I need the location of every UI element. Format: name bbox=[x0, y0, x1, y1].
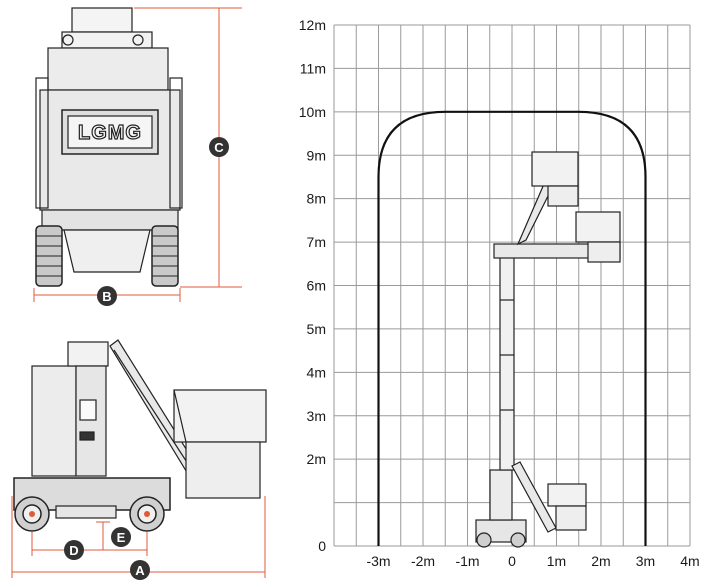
y-tick-label: 4m bbox=[307, 364, 326, 380]
x-tick-label: 3m bbox=[636, 553, 655, 569]
x-tick-label: 0 bbox=[508, 553, 516, 569]
tick-labels: -3m -2m -1m 0 1m 2m 3m 4m 0 2m 3m 4m 5m 6m 7m 8m 9m 10m 11… bbox=[299, 17, 700, 569]
svg-text:C: C bbox=[214, 140, 224, 155]
y-tick-label: 8m bbox=[307, 191, 326, 207]
front-view: LGMG bbox=[35, 7, 183, 287]
working-envelope bbox=[377, 110, 647, 546]
badge-e: E bbox=[111, 527, 131, 547]
y-tick-label: 10m bbox=[299, 104, 326, 120]
badge-a: A bbox=[130, 560, 150, 580]
y-tick-label: 6m bbox=[307, 278, 326, 294]
y-tick-label: 5m bbox=[307, 321, 326, 337]
x-tick-label: -1m bbox=[455, 553, 479, 569]
x-tick-label: 4m bbox=[680, 553, 699, 569]
side-view bbox=[13, 339, 267, 519]
lift-extended-figure bbox=[475, 151, 621, 548]
grid bbox=[333, 24, 691, 547]
y-tick-label: 11m bbox=[300, 60, 326, 76]
x-tick-label: 2m bbox=[591, 553, 610, 569]
y-tick-label: 9m bbox=[307, 147, 326, 163]
y-tick-label: 2m bbox=[307, 451, 326, 467]
svg-text:D: D bbox=[69, 543, 78, 558]
svg-text:A: A bbox=[135, 563, 145, 578]
x-tick-label: -3m bbox=[366, 553, 390, 569]
x-tick-label: 1m bbox=[547, 553, 566, 569]
svg-text:B: B bbox=[102, 289, 111, 304]
brand-logo: LGMG bbox=[78, 122, 142, 144]
y-tick-label: 0 bbox=[318, 538, 326, 554]
side-view-wheels bbox=[14, 496, 165, 532]
x-tick-label: -2m bbox=[411, 553, 435, 569]
badge-d: D bbox=[64, 540, 84, 560]
badge-b: B bbox=[97, 286, 117, 306]
working-range-chart: -3m -2m -1m 0 1m 2m 3m 4m 0 2m 3m 4m 5m 6m 7m 8m 9m 10m 11… bbox=[299, 17, 700, 569]
svg-text:E: E bbox=[117, 530, 126, 545]
y-tick-label: 7m bbox=[307, 234, 326, 250]
y-tick-label: 12m bbox=[299, 17, 326, 33]
badge-c: C bbox=[209, 137, 229, 157]
y-tick-label: 3m bbox=[307, 408, 326, 424]
